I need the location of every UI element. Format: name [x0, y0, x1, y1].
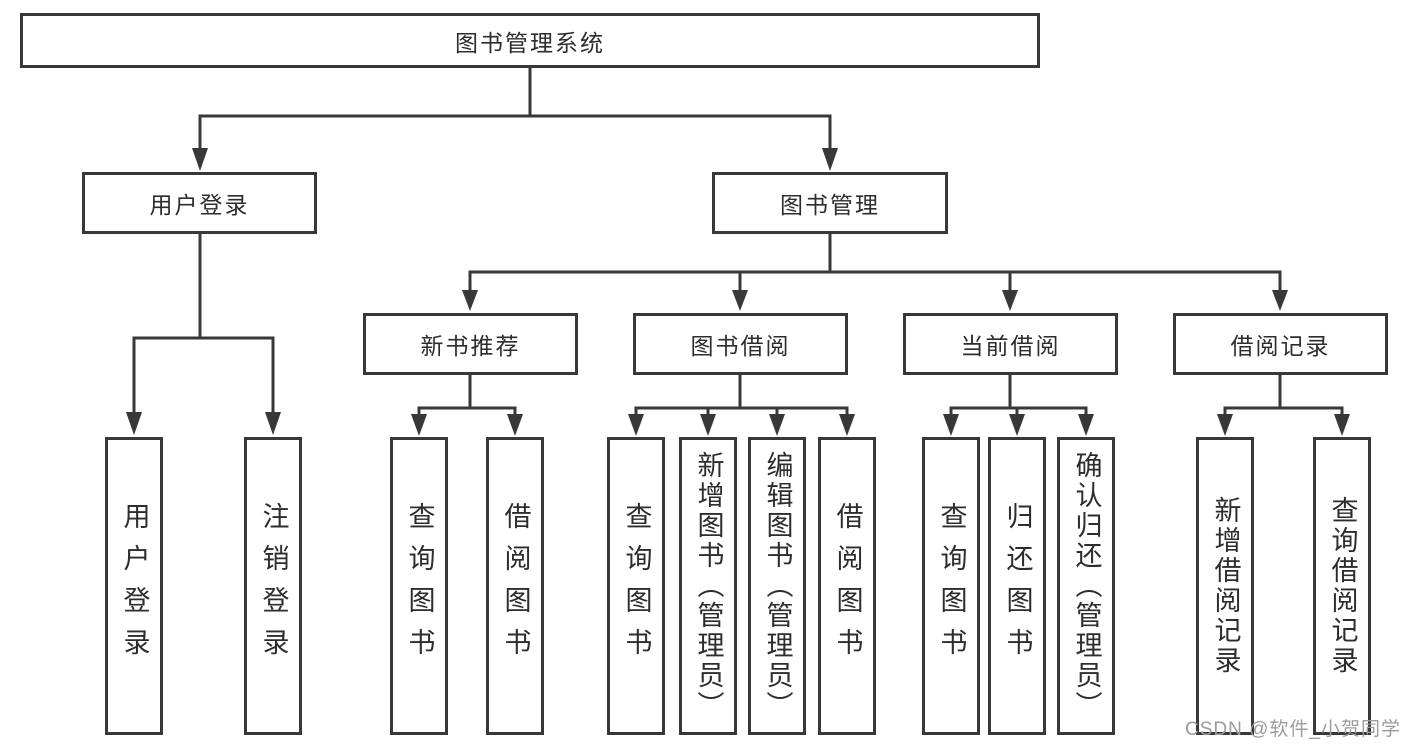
leaf-label: 编辑图书（管理员）: [762, 451, 793, 721]
node-label: 当前借阅: [960, 333, 1061, 359]
leaf-label: 新增借阅记录: [1210, 496, 1241, 676]
leaf-query-books-current: 查询图书: [922, 437, 980, 735]
leaf-label: 查询图书: [404, 502, 435, 670]
leaf-label: 借阅图书: [500, 502, 531, 670]
csdn-watermark: CSDN @软件_小贺同学: [1185, 719, 1401, 740]
leaf-label: 归还图书: [1002, 502, 1033, 670]
leaf-borrow-books-borrowing: 借阅图书: [818, 437, 876, 735]
node-label: 借阅记录: [1230, 333, 1331, 359]
leaf-query-borrow-record: 查询借阅记录: [1313, 437, 1371, 735]
connector-current-borrowing-to-leaves: [943, 375, 1094, 436]
node-library-management-system: 图书管理系统: [20, 13, 1040, 68]
node-borrowing-records: 借阅记录: [1173, 313, 1388, 375]
node-book-management: 图书管理: [712, 172, 948, 234]
leaf-add-borrow-record: 新增借阅记录: [1196, 437, 1254, 735]
connector-new-book-recommend-to-leaves: [411, 375, 523, 436]
connector-book-management-to-level3: [462, 234, 1288, 311]
leaf-label: 用户登录: [119, 502, 150, 670]
leaf-return-books: 归还图书: [988, 437, 1046, 735]
leaf-label: 确认归还（管理员）: [1071, 451, 1102, 721]
leaf-query-books-borrowing: 查询图书: [607, 437, 665, 735]
leaf-confirm-return-admin: 确认归还（管理员）: [1057, 437, 1115, 735]
node-label: 图书管理系统: [455, 29, 605, 56]
leaf-label: 查询图书: [621, 502, 652, 670]
connector-root-to-level2: [192, 68, 838, 171]
node-label: 用户登录: [149, 192, 250, 218]
leaf-query-books-recommend: 查询图书: [390, 437, 448, 735]
leaf-borrow-books-recommend: 借阅图书: [486, 437, 544, 735]
node-user-login: 用户登录: [82, 172, 317, 234]
node-label: 图书管理: [780, 192, 880, 218]
node-new-book-recommend: 新书推荐: [363, 313, 578, 375]
leaf-user-login: 用户登录: [105, 437, 163, 735]
leaf-logout: 注销登录: [244, 437, 302, 735]
connector-borrowing-records-to-leaves: [1217, 375, 1350, 436]
node-book-borrowing: 图书借阅: [633, 313, 848, 375]
leaf-label: 新增图书（管理员）: [693, 451, 724, 721]
node-current-borrowing: 当前借阅: [903, 313, 1118, 375]
leaf-label: 注销登录: [258, 502, 289, 670]
leaf-edit-books-admin: 编辑图书（管理员）: [748, 437, 806, 735]
leaf-label: 查询借阅记录: [1327, 496, 1358, 676]
leaf-add-books-admin: 新增图书（管理员）: [679, 437, 737, 735]
node-label: 新书推荐: [420, 333, 521, 359]
connector-user-login-to-leaves: [126, 234, 281, 435]
leaf-label: 查询图书: [936, 502, 967, 670]
leaf-label: 借阅图书: [832, 502, 863, 670]
node-label: 图书借阅: [690, 333, 791, 359]
connector-book-borrowing-to-leaves: [628, 375, 855, 436]
